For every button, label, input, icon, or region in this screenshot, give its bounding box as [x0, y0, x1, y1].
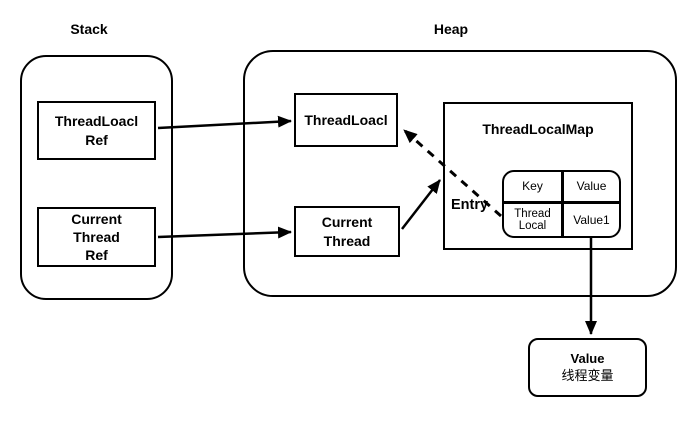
entry-table-cell-threadlocal: Thread Local	[504, 204, 564, 236]
value-box-title: Value	[570, 350, 605, 366]
entry-table-cell-key: Key	[504, 172, 564, 204]
entry-table: Key Value Thread Local Value1	[502, 170, 621, 238]
threadlocal-box: ThreadLoacl	[294, 93, 398, 147]
entry-label: Entry	[451, 197, 489, 213]
entry-table-cell-value: Value	[564, 172, 619, 204]
threadlocalmap-title: ThreadLocalMap	[482, 121, 594, 137]
value-box-subtitle: 线程变量	[561, 367, 614, 383]
entry-table-cell-value1: Value1	[573, 212, 610, 227]
heap-region-label: Heap	[433, 21, 469, 37]
threadlocal-ref-box: ThreadLoacl Ref	[37, 101, 156, 160]
value-box: Value 线程变量	[528, 338, 647, 397]
current-thread-box: Current Thread	[294, 206, 400, 257]
current-thread-ref-box: Current Thread Ref	[37, 207, 156, 267]
stack-region-label: Stack	[70, 21, 108, 37]
